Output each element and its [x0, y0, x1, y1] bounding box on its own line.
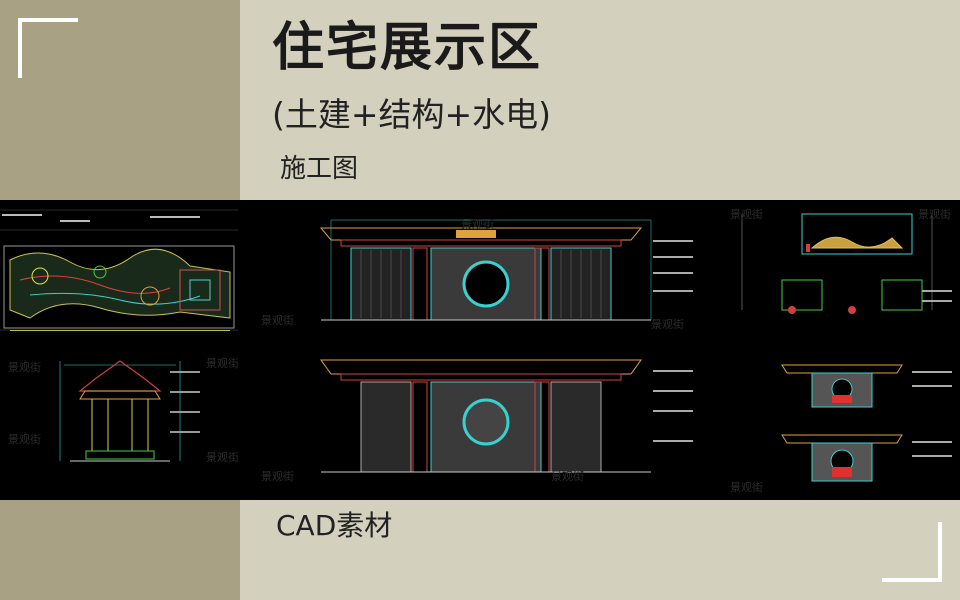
cad-drawing-strip: 景观街 景观街 景观街 景观街	[0, 200, 960, 500]
page-title: 住宅展示区	[272, 18, 543, 78]
page-subtitle-secondary: 施工图	[280, 154, 359, 184]
watermark-text: 景观街	[461, 217, 494, 231]
watermark-text: 景观街	[261, 469, 294, 483]
watermark-text: 景观街	[206, 356, 238, 370]
gate-elevation-drawing: 景观街 景观街 景观街 景观街 景观街	[241, 200, 719, 500]
watermark-text: 景观街	[651, 317, 684, 331]
footer-label: CAD素材	[276, 509, 393, 542]
watermark-text: 景观街	[730, 207, 763, 221]
moon-gate-elevation-drawing: 景观街	[722, 351, 960, 500]
watermark-text: 景观街	[730, 480, 763, 494]
page-subtitle: (土建+结构+水电)	[272, 95, 552, 134]
watermark-text: 景观街	[918, 207, 951, 221]
watermark-text: 景观街	[206, 450, 238, 464]
site-plan-drawing	[0, 200, 238, 348]
watermark-text: 景观街	[261, 313, 294, 327]
pavilion-elevation-drawing: 景观街 景观街 景观街 景观街	[0, 351, 238, 500]
wall-elevation-drawing: 景观街 景观街	[722, 200, 960, 348]
watermark-text: 景观街	[8, 360, 41, 374]
bottom-right-corner-bracket	[882, 522, 942, 582]
watermark-text: 景观街	[551, 469, 584, 483]
top-left-corner-bracket	[18, 18, 78, 78]
watermark-text: 景观街	[8, 432, 41, 446]
